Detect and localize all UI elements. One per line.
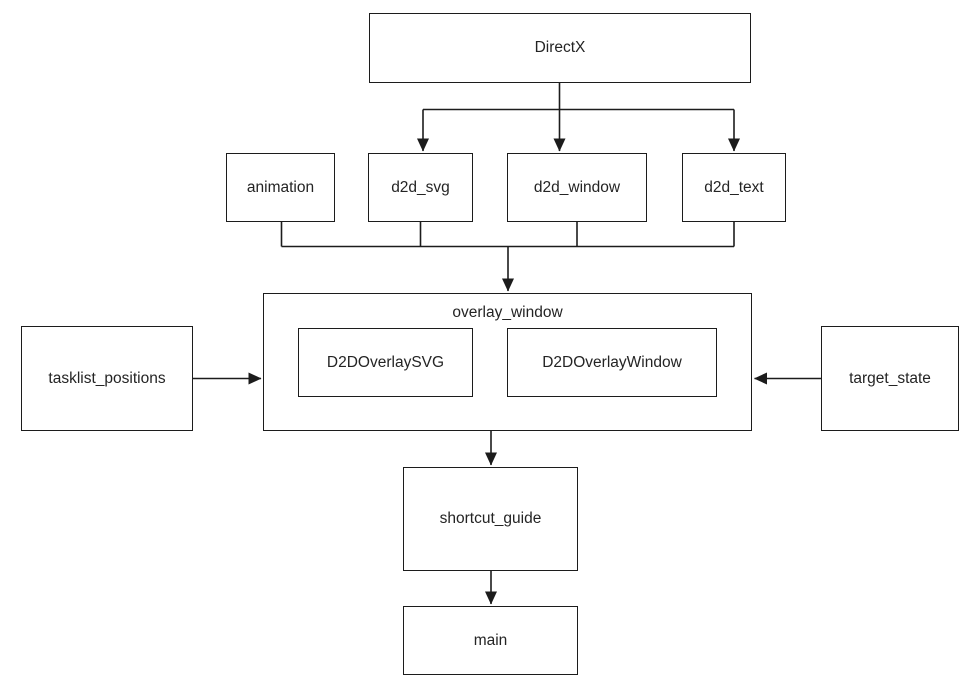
node-d2doverlaywindow-label: D2DOverlayWindow [542,353,682,371]
node-target-state: target_state [821,326,959,431]
node-main-label: main [473,631,508,649]
node-d2doverlaysvg-label: D2DOverlaySVG [326,353,445,371]
node-animation: animation [226,153,335,222]
node-shortcut-guide-label: shortcut_guide [439,510,542,527]
node-main: main [403,606,578,675]
node-d2d-text: d2d_text [682,153,786,222]
node-directx-label: DirectX [534,39,586,56]
node-d2d-svg: d2d_svg [368,153,473,222]
node-d2doverlaywindow: D2DOverlayWindow [507,328,717,397]
node-d2d-window: d2d_window [507,153,647,222]
node-d2doverlaysvg: D2DOverlaySVG [298,328,473,397]
node-directx: DirectX [369,13,751,83]
node-tasklist-positions: tasklist_positions [21,326,193,431]
node-overlay-window-label: overlay_window [452,304,563,321]
node-d2d-svg-label: d2d_svg [391,178,450,196]
node-shortcut-guide: shortcut_guide [403,467,578,571]
node-d2d-window-label: d2d_window [533,178,621,196]
node-tasklist-positions-label: tasklist_positions [48,369,166,387]
node-d2d-text-label: d2d_text [704,178,764,196]
node-animation-label: animation [246,178,315,196]
node-target-state-label: target_state [849,369,931,387]
